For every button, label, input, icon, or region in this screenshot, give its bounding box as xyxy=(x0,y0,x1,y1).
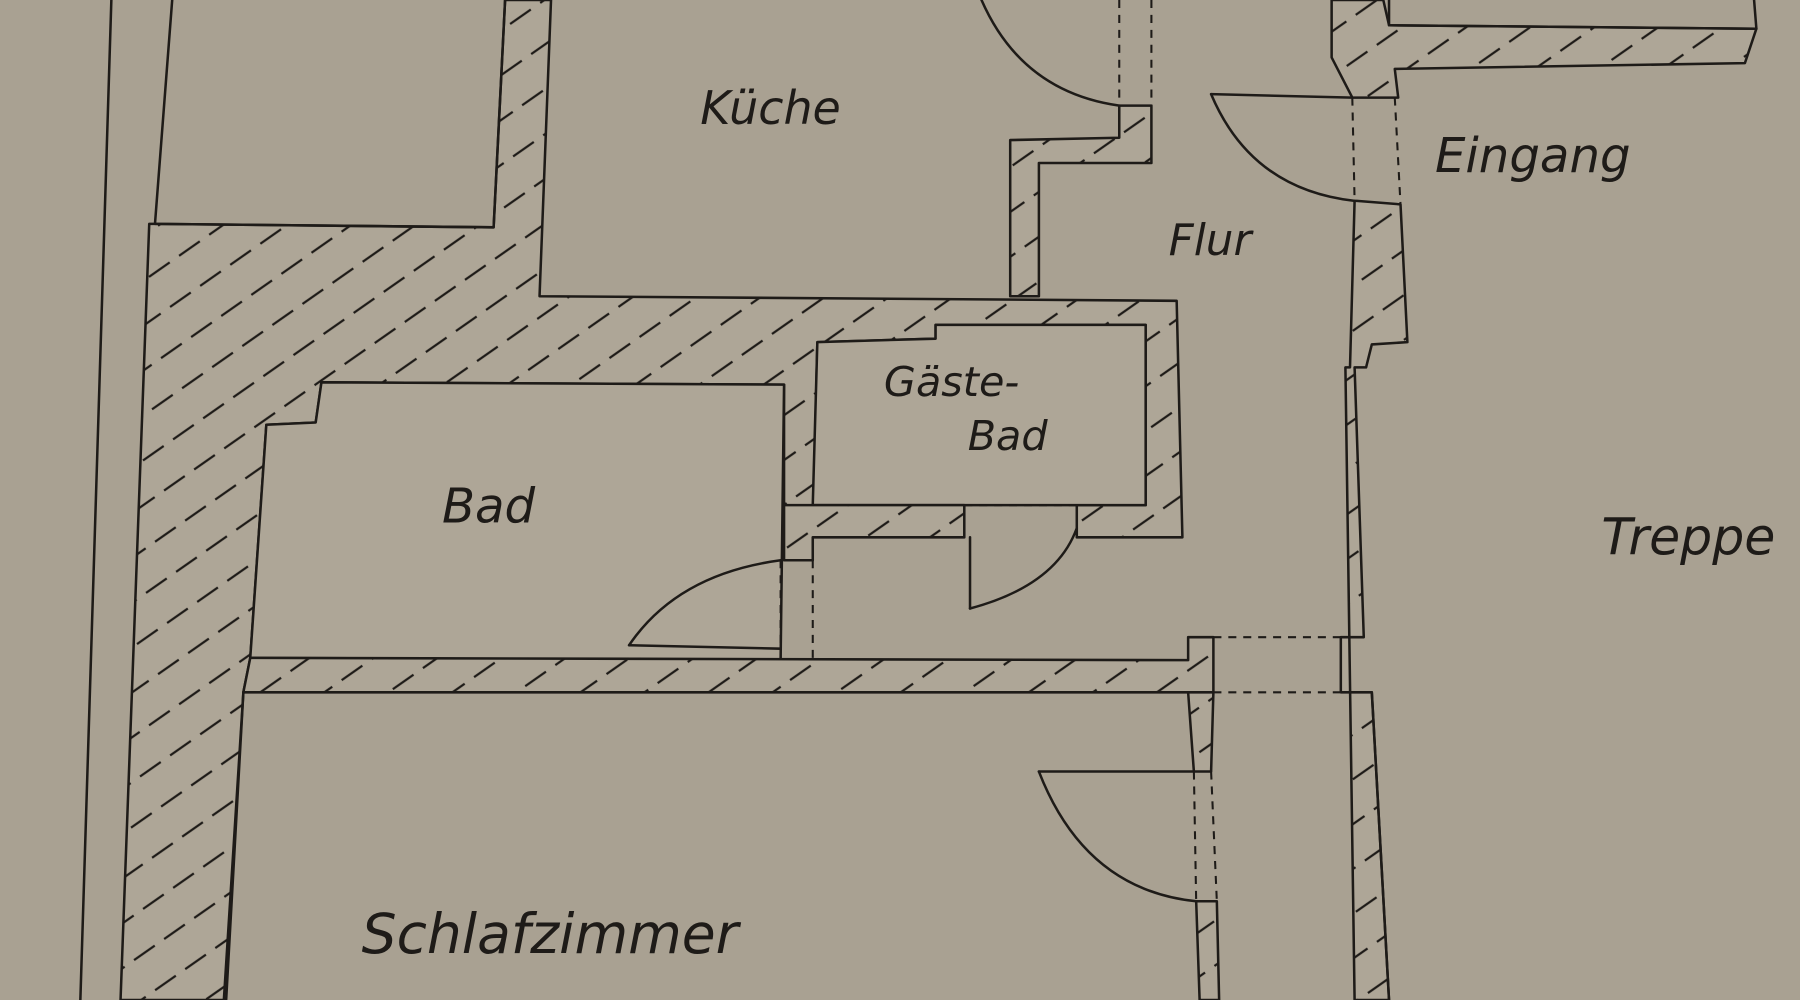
room-label-kitchen: Küche xyxy=(700,81,841,135)
room-label-entrance: Eingang xyxy=(1435,128,1631,184)
outer-wall-line xyxy=(79,0,113,1000)
room-label-stairs: Treppe xyxy=(1601,508,1775,567)
room-label-bedroom: Schlafzimmer xyxy=(362,902,742,966)
kitchen-right-wall xyxy=(1008,104,1153,298)
entrance-opening xyxy=(1393,97,1402,205)
guest-bath-bottom-wall xyxy=(782,503,966,562)
entrance-top-wall xyxy=(1330,0,1758,99)
entrance-door-leaf xyxy=(1209,92,1354,99)
hallway-right-wall xyxy=(1339,199,1409,1000)
corridor-right-line xyxy=(1370,691,1391,1000)
bathroom-door-leaf xyxy=(627,643,782,650)
door-opening xyxy=(1210,771,1218,902)
room-label-guest-bath-line2: Bad xyxy=(968,412,1049,460)
bathroom-door-swing xyxy=(627,559,782,647)
bedroom-left-wall xyxy=(224,691,245,1000)
entrance-opening xyxy=(1351,97,1356,201)
guest-bath-door-swing xyxy=(968,526,1079,610)
bedroom-door-swing xyxy=(1037,770,1198,903)
bedroom-right-wall-lower xyxy=(1194,899,1221,1000)
room-label-guest-bath-line1: Gäste- xyxy=(884,358,1019,406)
kitchen-door-swing xyxy=(980,0,1121,107)
room-label-hallway: Flur xyxy=(1169,216,1255,266)
top-right-room-outline xyxy=(1387,0,1758,30)
door-opening xyxy=(1192,771,1198,902)
top-left-room-outline xyxy=(153,0,507,229)
bedroom-right-wall xyxy=(1186,691,1215,773)
room-label-bathroom: Bad xyxy=(442,478,536,534)
entrance-door-swing xyxy=(1209,92,1356,203)
